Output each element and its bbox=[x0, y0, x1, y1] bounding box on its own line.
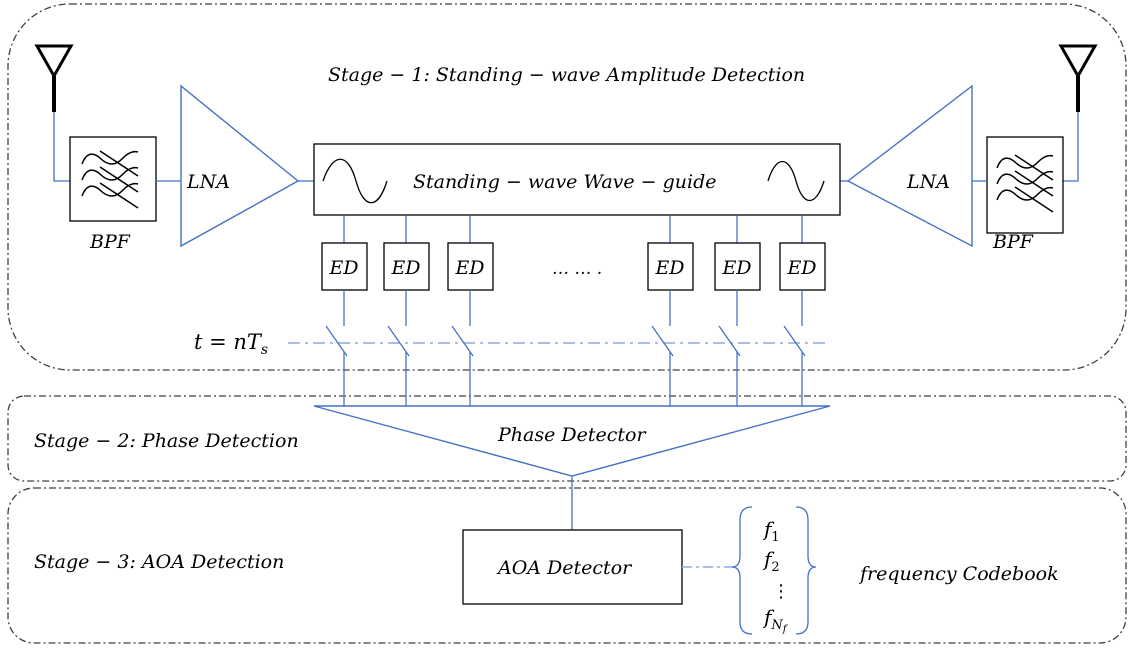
aoa-detector-label: AOA Detector bbox=[496, 557, 633, 579]
codebook-f1: f1 bbox=[762, 517, 780, 545]
ed-label: ED bbox=[654, 257, 684, 279]
bpf-left bbox=[69, 136, 157, 222]
stage3-boundary bbox=[7, 487, 1127, 644]
phase-detector bbox=[313, 405, 831, 477]
codebook-label: frequency Codebook bbox=[858, 563, 1059, 585]
sampling-label: t = nTs bbox=[194, 330, 268, 358]
ed-label: ED bbox=[454, 257, 484, 279]
antenna-left-icon bbox=[34, 44, 74, 112]
lna-left bbox=[180, 84, 300, 248]
feed-line-left bbox=[53, 112, 70, 182]
bpf-left-label: BPF bbox=[89, 231, 131, 253]
sampling-switches bbox=[325, 290, 806, 406]
codebook-left-brace bbox=[731, 506, 753, 635]
lna-right bbox=[846, 84, 973, 248]
standing-wave-waveguide bbox=[313, 143, 841, 216]
detector-ellipsis: … … . bbox=[552, 259, 602, 279]
antenna-right-icon bbox=[1058, 44, 1098, 112]
bpf-right-label: BPF bbox=[992, 231, 1034, 253]
waveguide-label: Standing − wave Wave − guide bbox=[413, 171, 717, 193]
stage2-boundary bbox=[7, 395, 1127, 482]
stage3-title: Stage − 3: AOA Detection bbox=[34, 551, 284, 573]
ed-label: ED bbox=[786, 257, 816, 279]
codebook-fn: fNf bbox=[762, 605, 789, 635]
codebook-dots: ⋮ bbox=[772, 581, 790, 602]
stage1-title: Stage − 1: Standing − wave Amplitude Det… bbox=[328, 64, 805, 86]
ed-label: ED bbox=[328, 257, 358, 279]
ed-tap-lines bbox=[343, 215, 803, 243]
ed-label: ED bbox=[390, 257, 420, 279]
sine-wave-left-icon bbox=[322, 158, 388, 204]
lna-right-label: LNA bbox=[906, 171, 950, 193]
codebook-f2: f2 bbox=[762, 547, 780, 575]
sine-wave-right-icon bbox=[767, 161, 825, 201]
lna-left-label: LNA bbox=[186, 171, 230, 193]
bpf-right bbox=[986, 136, 1064, 234]
feed-line-right bbox=[1063, 112, 1079, 182]
phase-detector-label: Phase Detector bbox=[497, 424, 647, 446]
codebook-right-brace bbox=[795, 506, 817, 635]
stage1-boundary bbox=[7, 3, 1127, 371]
stage2-title: Stage − 2: Phase Detection bbox=[34, 430, 299, 452]
ed-label: ED bbox=[721, 257, 751, 279]
